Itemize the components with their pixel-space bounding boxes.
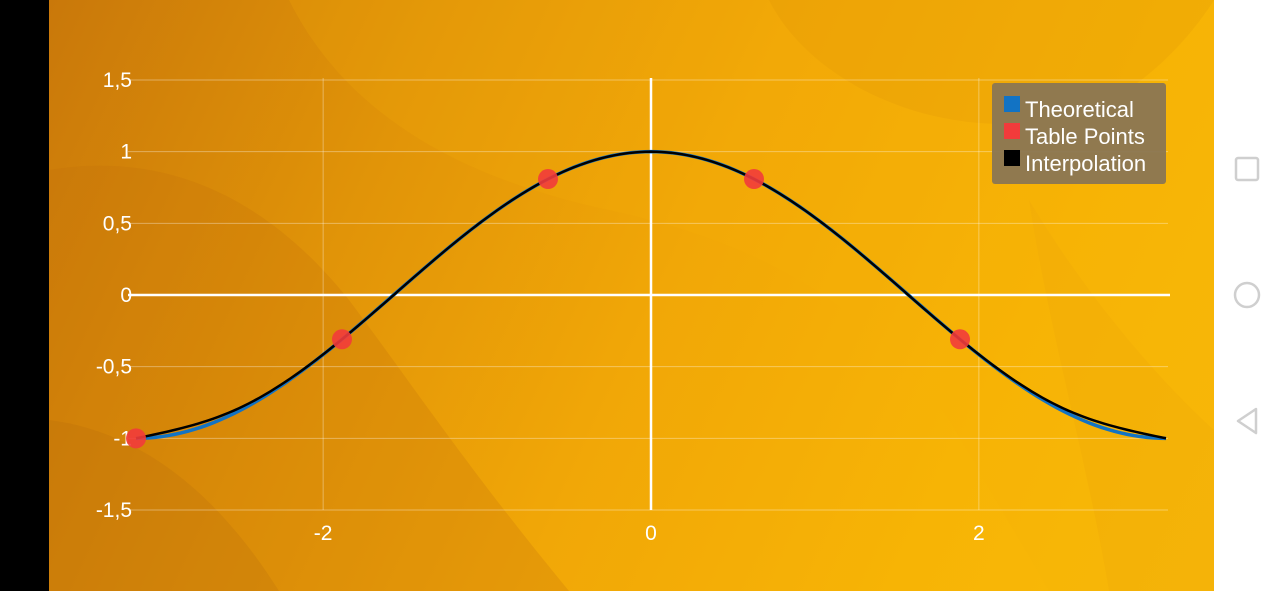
y-tick-label: 1 [120,141,132,164]
chart-screen: -1,5 -1 -0,5 0 0,5 1 1,5 -2 0 2 Theoretical Table… [49,0,1214,591]
left-edge-strip [0,0,49,591]
table-point-marker [950,329,971,350]
triangle-back-icon [1236,407,1258,435]
series-line-interpolation [135,150,1167,440]
y-tick-label: -0,5 [96,356,132,379]
y-tick-label: 1,5 [103,69,132,92]
table-point-marker [743,169,764,190]
legend-swatch-theoretical [1004,96,1020,112]
x-tick-label: -2 [314,522,333,545]
x-tick-label: 2 [973,522,985,545]
circle-home-icon [1233,281,1261,309]
legend: Theoretical Table Points Interpolation [992,83,1166,184]
tick-labels: -1,5 -1 -0,5 0 0,5 1 1,5 -2 0 2 [96,69,985,545]
back-button[interactable] [1214,391,1280,451]
legend-swatch-table-points [1004,123,1020,139]
legend-label-theoretical: Theoretical [1025,97,1134,122]
y-tick-label: 0 [120,284,132,307]
legend-label-interpolation: Interpolation [1025,151,1146,176]
table-point-marker [126,428,146,449]
table-points-layer [126,169,971,449]
legend-swatch-interpolation [1004,150,1020,166]
square-recents-icon [1234,156,1260,182]
table-point-marker [331,329,352,350]
y-tick-label: -1,5 [96,499,132,522]
x-tick-label: 0 [645,522,657,545]
chart-canvas: -1,5 -1 -0,5 0 0,5 1 1,5 -2 0 2 Theoretical Table… [49,0,1214,591]
recents-button[interactable] [1214,139,1280,199]
legend-label-table-points: Table Points [1025,124,1145,149]
y-tick-label: 0,5 [103,212,132,235]
series-layer [135,149,1167,441]
background-swirls [49,0,1214,591]
system-navigation-bar [1214,0,1280,591]
y-tick-label: -1 [113,427,132,450]
home-button[interactable] [1214,265,1280,325]
table-point-marker [538,169,559,190]
legend-box [992,83,1166,184]
